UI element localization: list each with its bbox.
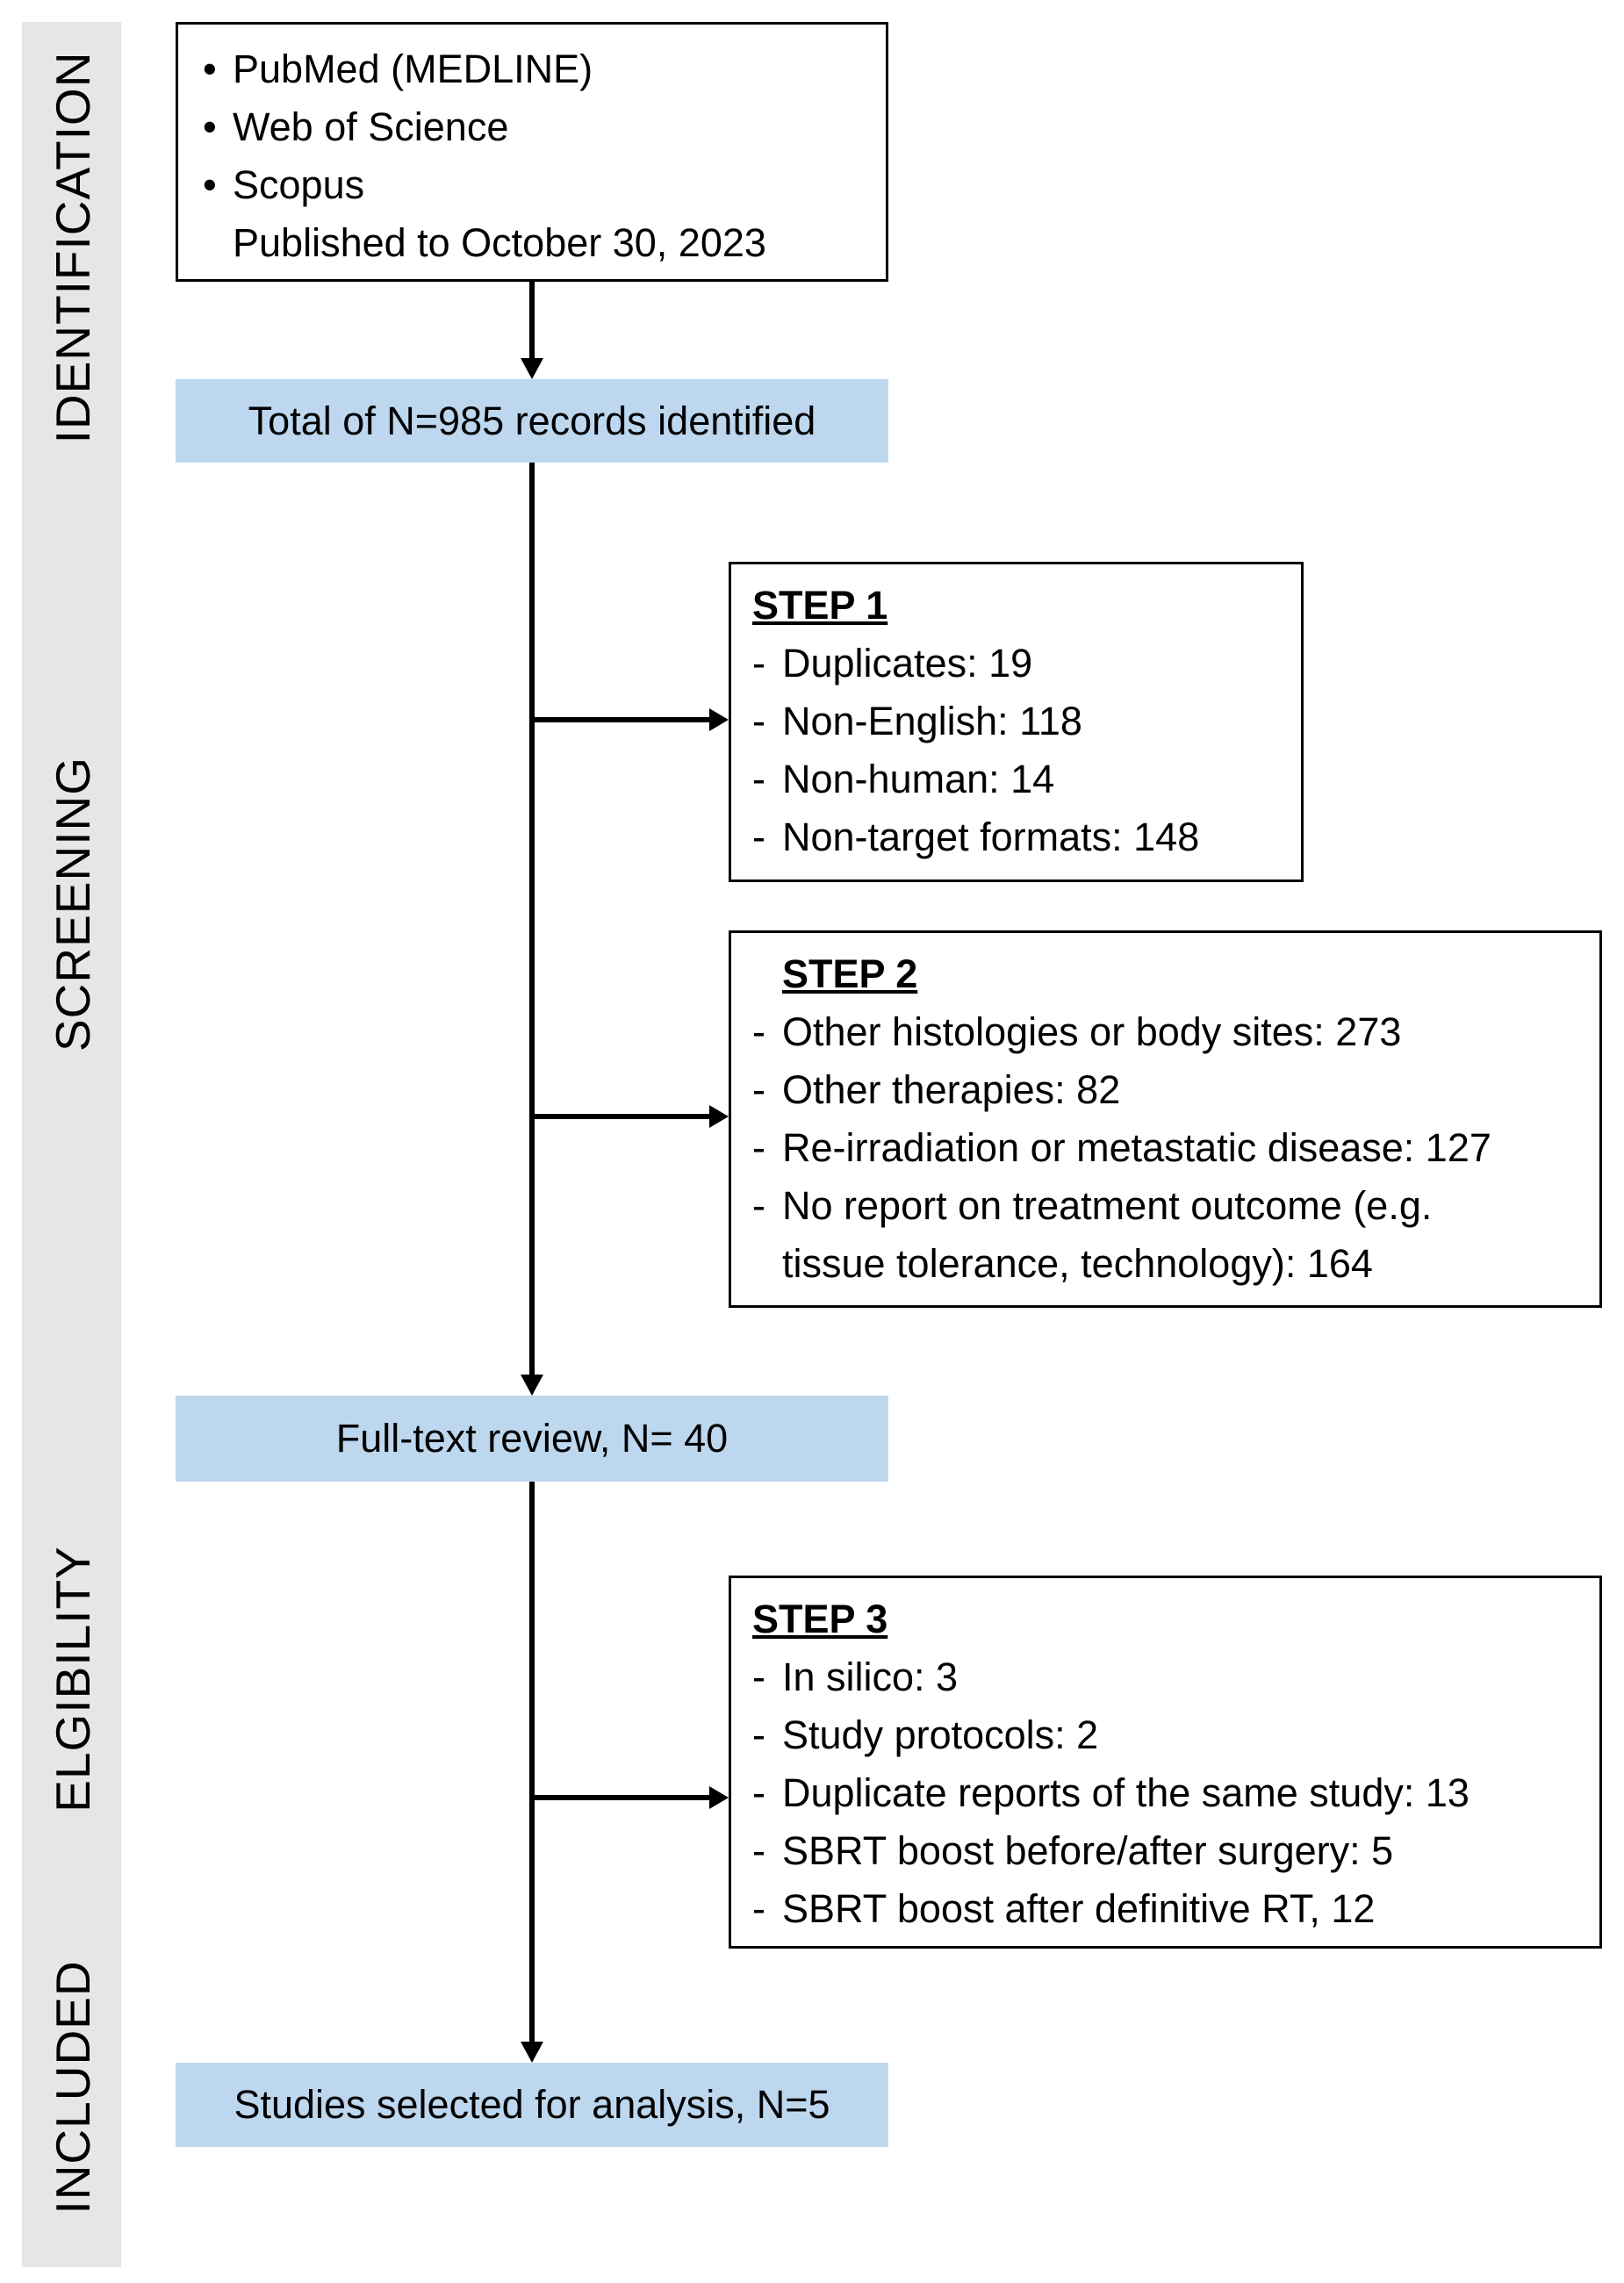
dash-icon: - (752, 1886, 765, 1931)
arrow-sources-to-total-head (521, 358, 543, 379)
studies-selected-box: Studies selected for analysis, N=5 (176, 2063, 888, 2147)
step2-item: -Other histologies or body sites: 273 (752, 1003, 1599, 1061)
dash-icon: - (752, 1009, 765, 1054)
step3-item: -In silico: 3 (752, 1648, 1599, 1706)
step1-item: -Duplicates: 19 (752, 635, 1301, 693)
step3-box: STEP 3 -In silico: 3 -Study protocols: 2… (729, 1576, 1602, 1949)
dash-icon: - (752, 1828, 765, 1873)
stage-label-identification: IDENTIFICATION (46, 51, 100, 444)
source-item: •Scopus (203, 156, 886, 214)
total-records-label: Total of N=985 records identified (248, 398, 816, 443)
total-records-box: Total of N=985 records identified (176, 379, 888, 463)
step3-title: STEP 3 (752, 1597, 888, 1641)
step1-title: STEP 1 (752, 583, 888, 628)
dash-icon: - (752, 699, 765, 743)
step2-item: -No report on treatment outcome (e.g. (752, 1177, 1599, 1235)
branch-to-step1-head (709, 708, 729, 731)
dash-icon: - (752, 815, 765, 859)
step3-item: -SBRT boost after definitive RT, 12 (752, 1880, 1599, 1938)
dash-icon: - (752, 641, 765, 686)
dash-icon: - (752, 757, 765, 801)
fulltext-review-label: Full-text review, N= 40 (335, 1416, 729, 1461)
dash-icon: - (752, 1655, 765, 1699)
source-item: •PubMed (MEDLINE) (203, 40, 886, 98)
step1-item: -Non-target formats: 148 (752, 808, 1301, 866)
bullet-icon: • (203, 104, 217, 149)
arrow-trunk-to-fulltext-head (521, 1375, 543, 1396)
step1-item: -Non-human: 14 (752, 750, 1301, 808)
arrow-trunk-to-selected-head (521, 2042, 543, 2063)
step2-item: -Other therapies: 82 (752, 1061, 1599, 1119)
step1-item: -Non-English: 118 (752, 693, 1301, 750)
step1-box: STEP 1 -Duplicates: 19 -Non-English: 118… (729, 562, 1304, 882)
fulltext-review-box: Full-text review, N= 40 (176, 1396, 888, 1482)
sources-box: •PubMed (MEDLINE) •Web of Science •Scopu… (176, 22, 888, 282)
dash-icon: - (752, 1067, 765, 1112)
studies-selected-label: Studies selected for analysis, N=5 (234, 2082, 830, 2127)
step3-item: -Duplicate reports of the same study: 13 (752, 1764, 1599, 1822)
step3-item: -Study protocols: 2 (752, 1706, 1599, 1764)
bullet-icon: • (203, 47, 217, 91)
stage-label-screening: SCREENING (46, 757, 100, 1052)
stage-label-included: INCLUDED (46, 1960, 100, 2215)
source-item: •Web of Science (203, 98, 886, 156)
dash-icon: - (752, 1125, 765, 1170)
dash-icon: - (752, 1712, 765, 1757)
stage-label-eligibility: ELGIBILITY (46, 1546, 100, 1813)
branch-to-step3-head (709, 1786, 729, 1809)
step2-item-continuation: tissue tolerance, technology): 164 (782, 1241, 1373, 1286)
step2-title: STEP 2 (782, 951, 918, 996)
published-date: Published to October 30, 2023 (233, 220, 766, 265)
step3-item: -SBRT boost before/after surgery: 5 (752, 1822, 1599, 1880)
step2-item: -Re-irradiation or metastatic disease: 1… (752, 1119, 1599, 1177)
dash-icon: - (752, 1183, 765, 1228)
stage-column (22, 22, 121, 2267)
bullet-icon: • (203, 162, 217, 207)
dash-icon: - (752, 1770, 765, 1815)
branch-to-step2-head (709, 1105, 729, 1128)
step2-box: STEP 2 -Other histologies or body sites:… (729, 930, 1602, 1308)
